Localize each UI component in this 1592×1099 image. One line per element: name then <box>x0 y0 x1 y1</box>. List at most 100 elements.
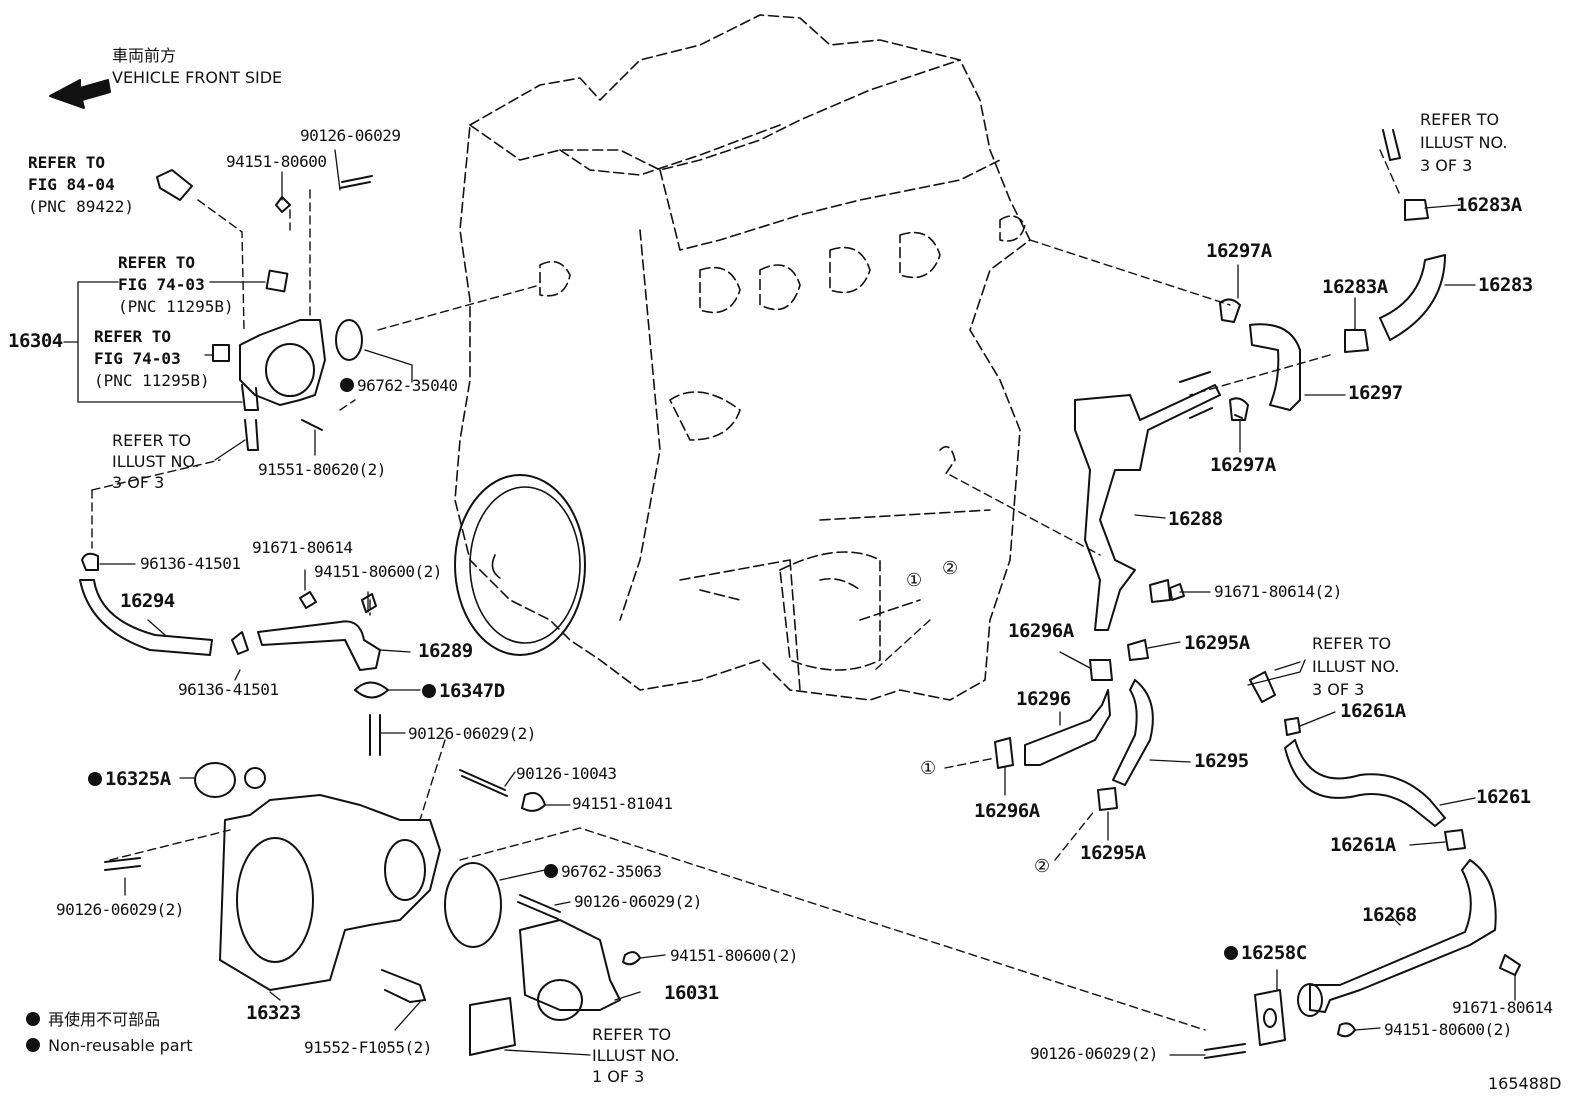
sensor-89422 <box>156 169 193 201</box>
part-94151-80600-d[interactable]: 94151-80600(2) <box>1384 1020 1512 1039</box>
part-16347D[interactable]: 16347D <box>422 682 505 701</box>
ref-line: FIG 84-04 <box>28 175 115 194</box>
part-16325A[interactable]: 16325A <box>88 770 171 789</box>
refer-fig-74-03-b: REFER TO FIG 74-03 (PNC 11295B) <box>94 326 210 392</box>
ref-line: ILLUST NO. <box>112 452 200 471</box>
ref-line: 3 OF 3 <box>1312 680 1365 699</box>
part-91671-80614-c[interactable]: 91671-80614 <box>1452 998 1553 1017</box>
part-16323[interactable]: 16323 <box>246 1002 301 1024</box>
legend-text: Non-reusable part <box>48 1036 193 1055</box>
gasket-16258C <box>1254 989 1286 1046</box>
ref-line: REFER TO <box>94 327 172 346</box>
part-text: 16325A <box>105 768 171 790</box>
part-94151-80600-c[interactable]: 94151-80600(2) <box>670 946 798 965</box>
part-91552-F1055[interactable]: 91552-F1055(2) <box>304 1038 432 1057</box>
part-16297[interactable]: 16297 <box>1348 382 1403 404</box>
ref-line: 1 OF 3 <box>592 1067 645 1086</box>
legend-text: 再使用不可部品 <box>48 1010 161 1029</box>
part-90126-06029-c[interactable]: 90126-06029(2) <box>56 900 184 919</box>
hose-16296 <box>1024 689 1111 766</box>
gasket-96762-35040 <box>335 319 363 361</box>
part-16297A-a[interactable]: 16297A <box>1206 240 1272 262</box>
part-91671-80614-b[interactable]: 91671-80614(2) <box>1214 582 1342 601</box>
part-16296[interactable]: 16296 <box>1016 688 1071 710</box>
gasket-96762-35063 <box>444 862 502 948</box>
part-91671-80614-a[interactable]: 91671-80614 <box>252 538 353 557</box>
ref-line: ILLUST NO. <box>1312 657 1400 676</box>
part-16261A-a[interactable]: 16261A <box>1340 700 1406 722</box>
refer-fig-84-04: REFER TO FIG 84-04 (PNC 89422) <box>28 152 134 218</box>
ref-line: (PNC 89422) <box>28 197 134 216</box>
part-16261[interactable]: 16261 <box>1476 786 1531 808</box>
part-96136-41501-b[interactable]: 96136-41501 <box>178 680 279 699</box>
front-label-en: VEHICLE FRONT SIDE <box>112 68 283 87</box>
part-text: 96762-35063 <box>561 862 662 881</box>
ref-line: REFER TO <box>112 431 192 450</box>
crank-pulley <box>454 474 586 656</box>
pipe-16289 <box>257 620 381 671</box>
part-16297A-b[interactable]: 16297A <box>1210 454 1276 476</box>
part-16288[interactable]: 16288 <box>1168 508 1223 530</box>
refer-illust-topright: REFER TO ILLUST NO. 3 OF 3 <box>1420 108 1507 177</box>
part-16296A-a[interactable]: 16296A <box>1008 620 1074 642</box>
part-90126-06029-b[interactable]: 90126-06029(2) <box>408 724 536 743</box>
part-91551-80620[interactable]: 91551-80620(2) <box>258 460 386 479</box>
ref-line: ILLUST NO. <box>592 1046 680 1065</box>
callout-2-top: ② <box>942 558 959 579</box>
gasket-16347D <box>354 681 389 699</box>
oring-16325A <box>194 762 236 798</box>
ref-line: 3 OF 3 <box>112 473 165 492</box>
part-90126-06029-d[interactable]: 90126-06029(2) <box>574 892 702 911</box>
ref-line: (PNC 11295B) <box>118 297 234 316</box>
part-94151-80600-a[interactable]: 94151-80600 <box>226 152 327 171</box>
legend-jp: 再使用不可部品 <box>26 1012 160 1028</box>
non-reusable-dot-icon <box>88 772 102 786</box>
part-text: 16258C <box>1241 942 1307 964</box>
engine-block-outline <box>454 14 1031 701</box>
part-16261A-b[interactable]: 16261A <box>1330 834 1396 856</box>
part-16295A-b[interactable]: 16295A <box>1080 842 1146 864</box>
part-text: 96762-35040 <box>357 376 458 395</box>
non-reusable-dot-icon <box>544 864 558 878</box>
hose-16295 <box>1112 679 1154 786</box>
part-16258C[interactable]: 16258C <box>1224 944 1307 963</box>
part-96762-35063[interactable]: 96762-35063 <box>544 862 662 881</box>
ref-line: REFER TO <box>592 1025 672 1044</box>
ref-line: REFER TO <box>28 153 106 172</box>
hose-16261 <box>1284 739 1446 827</box>
non-reusable-dot-icon <box>422 684 436 698</box>
part-16289[interactable]: 16289 <box>418 640 473 662</box>
part-16268[interactable]: 16268 <box>1362 904 1417 926</box>
part-90126-06029-e[interactable]: 90126-06029(2) <box>1030 1044 1158 1063</box>
part-90126-10043[interactable]: 90126-10043 <box>516 764 617 783</box>
legend-en: Non-reusable part <box>26 1038 192 1054</box>
callout-1-top: ① <box>906 570 923 591</box>
figure-id: 165488D <box>1488 1074 1562 1093</box>
part-16283[interactable]: 16283 <box>1478 274 1533 296</box>
refer-illust-bottom: REFER TO ILLUST NO. 1 OF 3 <box>592 1024 679 1087</box>
ref-line: ILLUST NO. <box>1420 133 1508 152</box>
callout-1-bottom: ① <box>920 758 937 779</box>
hose-16297 <box>1249 323 1301 411</box>
part-94151-81041[interactable]: 94151-81041 <box>572 794 673 813</box>
front-arrow-icon <box>49 79 111 109</box>
ref-line: REFER TO <box>1312 634 1392 653</box>
part-16296A-b[interactable]: 16296A <box>974 800 1040 822</box>
part-16295A-a[interactable]: 16295A <box>1184 632 1250 654</box>
part-96762-35040[interactable]: 96762-35040 <box>340 376 458 395</box>
part-16031[interactable]: 16031 <box>664 982 719 1004</box>
ref-line: FIG 74-03 <box>118 275 205 294</box>
part-16295[interactable]: 16295 <box>1194 750 1249 772</box>
part-96136-41501-a[interactable]: 96136-41501 <box>140 554 241 573</box>
part-16304[interactable]: 16304 <box>8 330 63 352</box>
part-94151-80600-b[interactable]: 94151-80600(2) <box>314 562 442 581</box>
part-text: 16347D <box>439 680 505 702</box>
part-16283A-a[interactable]: 16283A <box>1456 194 1522 216</box>
part-16283A-b[interactable]: 16283A <box>1322 276 1388 298</box>
thermostat-16031 <box>519 919 621 1011</box>
callout-2-bottom: ② <box>1034 856 1051 877</box>
part-16294[interactable]: 16294 <box>120 590 175 612</box>
part-90126-06029-a[interactable]: 90126-06029 <box>300 126 401 145</box>
